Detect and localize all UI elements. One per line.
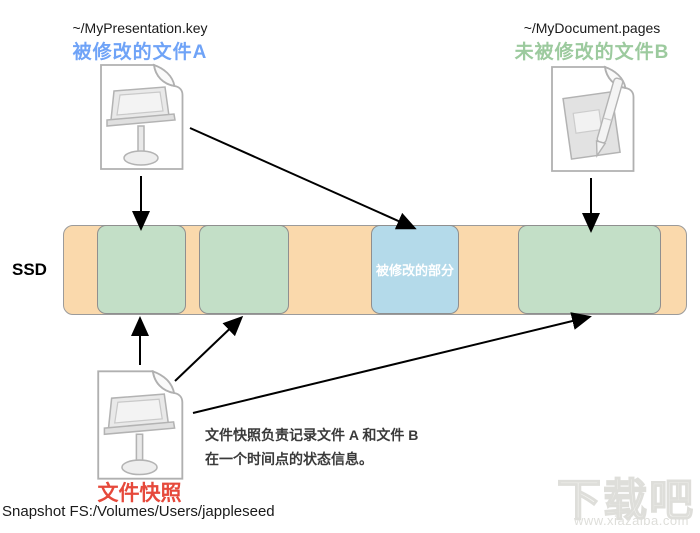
watermark-url: www.xiazaiba.com bbox=[574, 513, 689, 528]
file-b-path: ~/MyDocument.pages bbox=[523, 20, 661, 36]
snapshot-description: 文件快照负责记录文件 A 和文件 B 在一个时间点的状态信息。 bbox=[205, 423, 418, 471]
file-a-path: ~/MyPresentation.key bbox=[72, 20, 208, 36]
snapshot-description-line-1: 文件快照负责记录文件 A 和文件 B bbox=[205, 427, 419, 443]
ssd-bar: 被修改的部分 bbox=[63, 225, 687, 315]
snapshot-fs-path: Snapshot FS:/Volumes/Users/jappleseed bbox=[2, 503, 275, 520]
arrow-snapshot-to-block4 bbox=[192, 312, 592, 414]
watermark-logo: 下载吧 bbox=[556, 475, 695, 525]
file-b-label: 未被修改的文件B bbox=[514, 42, 670, 63]
ssd-block-modified: 被修改的部分 bbox=[371, 225, 459, 314]
snapshot-label: 文件快照 bbox=[97, 482, 182, 505]
pages-file-icon bbox=[545, 63, 639, 175]
snapshot-description-line-2: 在一个时间点的状态信息。 bbox=[205, 451, 373, 467]
arrow-file-a-to-modified-block bbox=[189, 127, 417, 230]
ssd-block-file-b bbox=[518, 225, 661, 314]
ssd-block-file-a-1 bbox=[97, 225, 186, 314]
file-a-label: 被修改的文件A bbox=[72, 42, 208, 63]
keynote-file-icon bbox=[94, 61, 188, 173]
modified-block-label: 被修改的部分 bbox=[375, 263, 454, 278]
ssd-block-file-a-2 bbox=[199, 225, 289, 314]
snapshot-file-icon bbox=[91, 366, 188, 484]
ssd-label: SSD bbox=[12, 260, 47, 279]
